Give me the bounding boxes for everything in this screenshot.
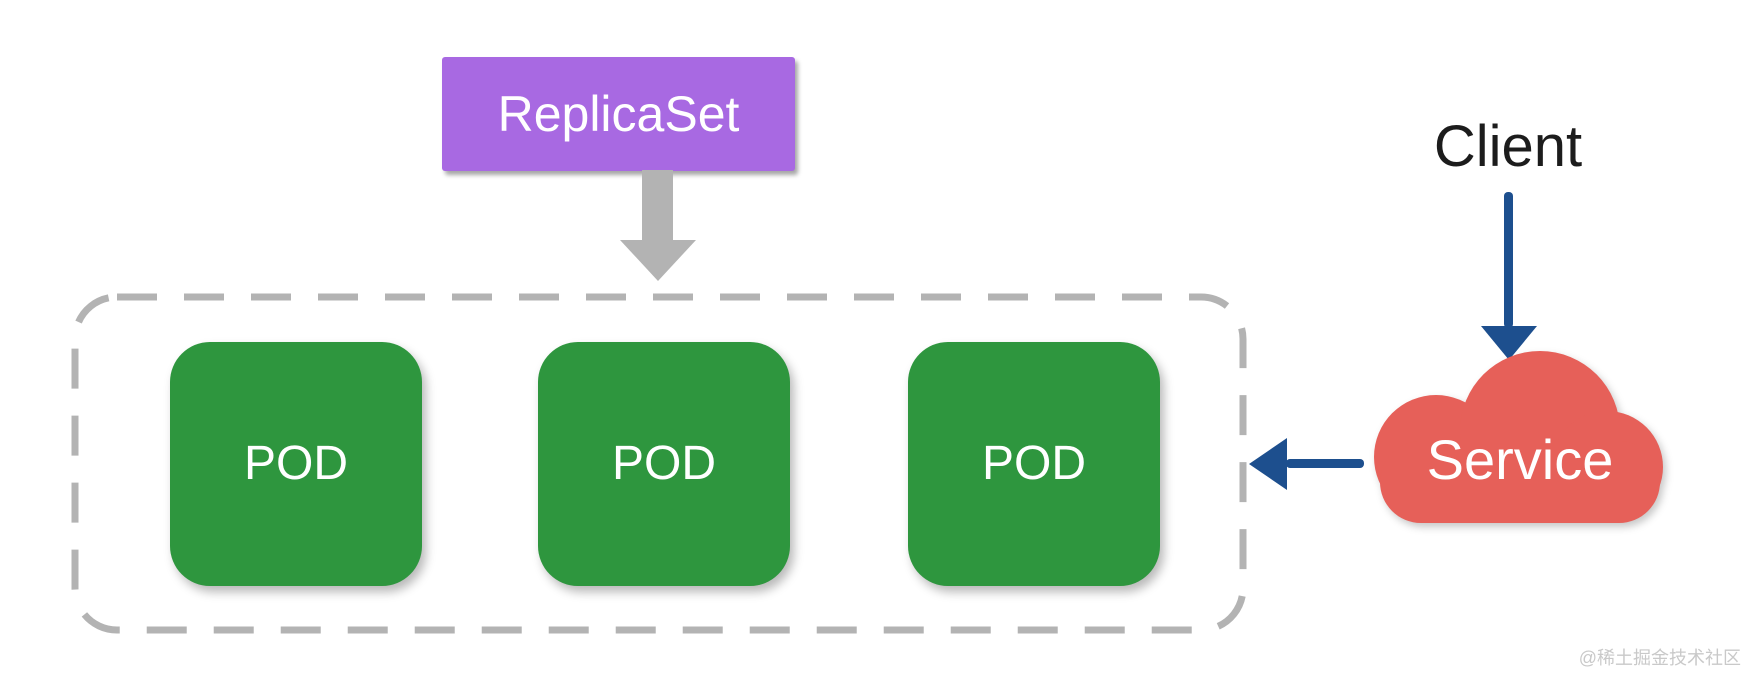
replicaset-label: ReplicaSet xyxy=(497,86,740,142)
client-label: Client xyxy=(1433,114,1583,179)
watermark: @稀土掘金技术社区 xyxy=(1578,648,1741,668)
pod-label: POD xyxy=(243,437,348,490)
pod-box-3: POD xyxy=(908,342,1160,586)
pod-label: POD xyxy=(611,437,716,490)
replicaset-to-pods-arrowhead-icon xyxy=(620,240,696,281)
pod-label: POD xyxy=(981,437,1086,490)
service-cloud-icon xyxy=(1374,351,1663,523)
replicaset-box: ReplicaSet xyxy=(442,57,795,171)
pod-box-2: POD xyxy=(538,342,790,586)
service-label: Service xyxy=(1426,428,1614,491)
service-to-pods-arrow-icon xyxy=(1286,459,1364,468)
client-to-service-arrow-icon xyxy=(1504,192,1513,328)
replicaset-to-pods-arrow-icon xyxy=(642,170,673,240)
pod-box-1: POD xyxy=(170,342,422,586)
service-to-pods-arrowhead-icon xyxy=(1249,438,1287,490)
pods-dashed-boundary xyxy=(71,293,1247,634)
